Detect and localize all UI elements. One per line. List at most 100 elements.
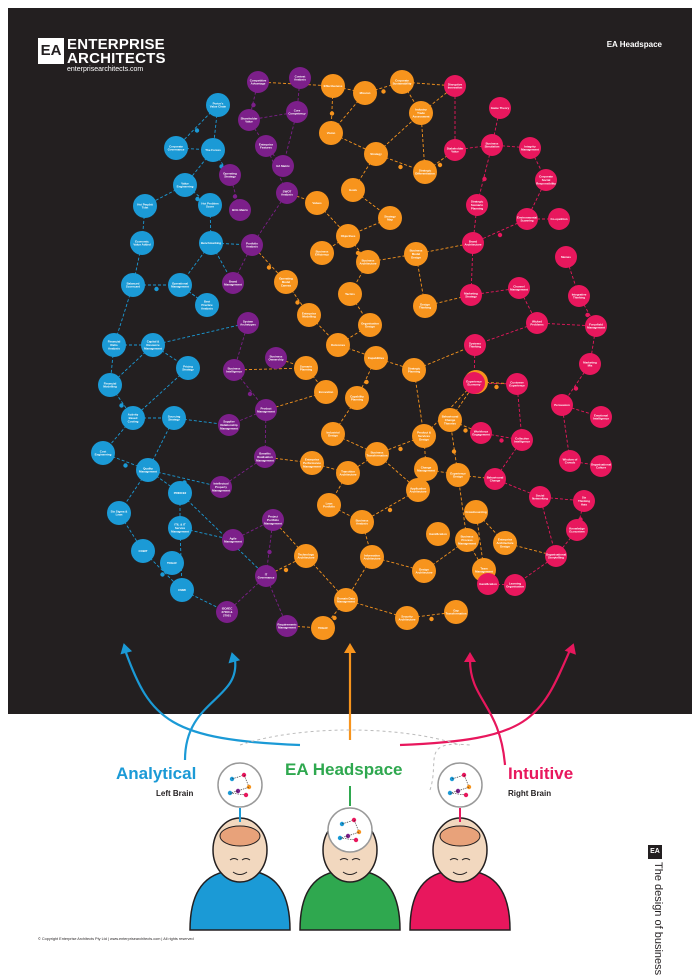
node-circle: [289, 67, 311, 89]
vertical-tagline: The design of business: [652, 862, 664, 976]
node-circle: [162, 406, 186, 430]
node-circle: [241, 234, 263, 256]
analytical-arrow-2: [123, 649, 301, 747]
node-circle: [133, 194, 157, 218]
edge: [371, 556, 425, 572]
node-circle: [237, 312, 259, 334]
ea-headspace-title: EA Headspace: [285, 760, 403, 779]
center-thought-bubble-line: [339, 835, 349, 839]
node-circle: [91, 441, 115, 465]
right-person-eyes: [449, 858, 471, 861]
edge-dot: [283, 567, 289, 573]
node-circle: [294, 356, 318, 380]
node-circle: [294, 544, 318, 568]
node-circle: [336, 461, 360, 485]
left-thought-bubble-dot: [243, 792, 249, 798]
edge-dot: [232, 194, 238, 199]
analytical-arrow: [183, 659, 237, 761]
node-label: Six Sigma &Lean: [111, 509, 128, 516]
node-circle: [406, 478, 430, 502]
node-circle: [545, 545, 567, 567]
node-circle: [326, 333, 350, 357]
node-circle: [466, 194, 488, 216]
edge-dot: [463, 428, 468, 433]
node-label: Benchmarking: [201, 241, 221, 245]
node-label: BCG Matrix: [232, 208, 248, 212]
node-label: Effectiveness: [324, 84, 343, 88]
node-orange: Objectives: [336, 224, 360, 248]
node-circle: [455, 528, 479, 552]
node-circle: [319, 121, 343, 145]
node-orange: Outcomes: [326, 333, 350, 357]
node-circle: [526, 312, 548, 334]
edge: [330, 92, 366, 134]
node-circle: [464, 334, 486, 356]
edge: [504, 542, 557, 557]
node-circle: [176, 356, 200, 380]
node-circle: [334, 588, 358, 612]
edge-dot: [398, 164, 403, 170]
node-orange: TOGAF: [311, 616, 335, 640]
node-circle: [566, 519, 588, 541]
node-label: Gamification: [479, 582, 497, 586]
node-label: TOGAF: [167, 561, 177, 565]
edge-dot: [332, 615, 337, 621]
node-label: Outcomes: [331, 343, 346, 347]
edge-dot: [251, 102, 256, 108]
node-circle: [262, 509, 284, 531]
edge-dot: [437, 162, 443, 168]
tagline-badge: EA: [648, 845, 662, 859]
node-circle: [559, 450, 581, 472]
node-label: Tactics: [345, 292, 355, 296]
connector-arc-right: [429, 743, 471, 791]
right-thought-bubble-dot: [463, 792, 469, 798]
edge-dot: [267, 549, 272, 555]
node-circle: [164, 136, 188, 160]
node-orange: Vision: [319, 121, 343, 145]
logo-badge: EA: [38, 38, 64, 64]
edge: [220, 456, 266, 488]
